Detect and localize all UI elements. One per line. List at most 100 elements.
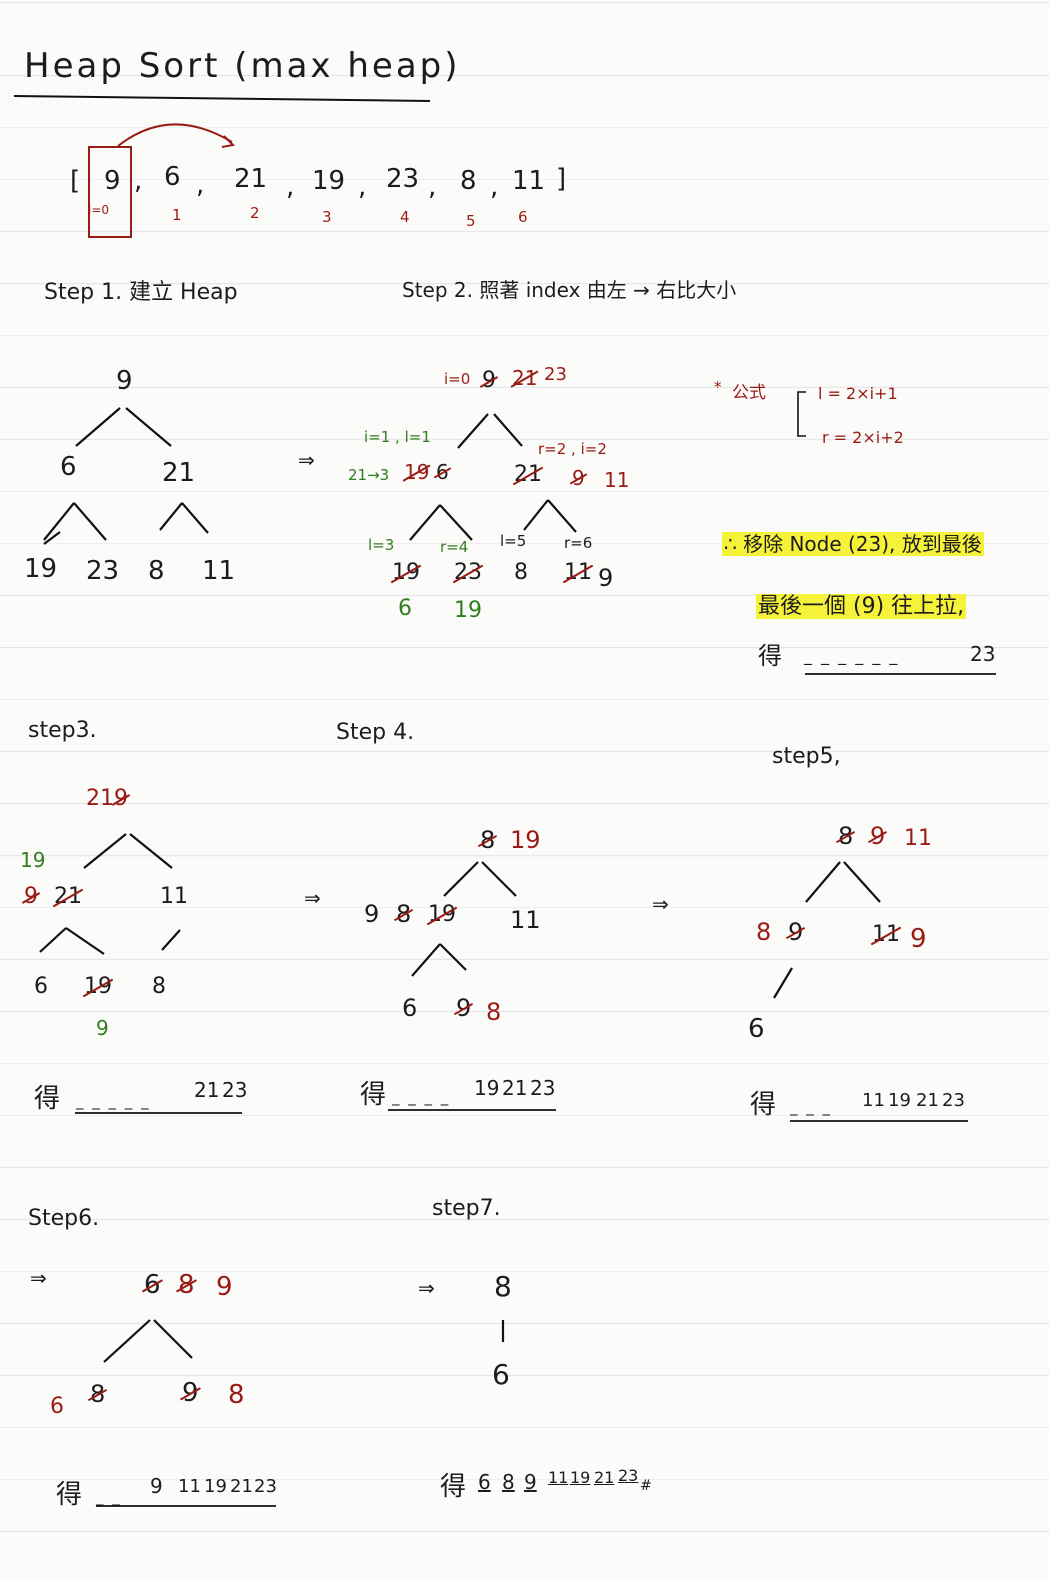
tree-node: 8 [756, 918, 772, 946]
step6-label: Step6. [28, 1206, 100, 1231]
array-comma: , [286, 172, 295, 202]
note-line2: 最後一個 (9) 往上拉, [756, 594, 967, 619]
result-underlines [75, 673, 996, 1507]
array-comma: , [490, 172, 499, 202]
tree-node: 9 [216, 1272, 233, 1302]
tree-node: 19 [20, 848, 46, 872]
tree-node: 8 [514, 560, 528, 585]
array-value: 19 [312, 166, 346, 196]
tree-node: 6 [60, 452, 77, 482]
tree-node: 19 [510, 826, 541, 854]
array-value: 9 [104, 166, 121, 196]
result-prefix: 得 [750, 1090, 777, 1120]
index-note: l=3 [368, 536, 395, 554]
result-suffix: # [640, 1478, 652, 1494]
tree-node: 8 [494, 1270, 512, 1303]
result-value: 23 [530, 1076, 556, 1100]
tree-node: 19 [404, 460, 430, 484]
step4-tree-edges [411, 861, 517, 977]
index-note: r=4 [440, 538, 469, 556]
tree-node: 21 [54, 884, 82, 909]
index-note: r=2 , i=2 [538, 440, 607, 458]
note-result-blanks: _ _ _ _ _ _ [804, 646, 900, 665]
tree-node: 19 [24, 554, 58, 584]
swap-arrow [117, 123, 233, 147]
tree-node: 19 [392, 560, 420, 585]
tree-node: 8 [838, 822, 854, 850]
result-value: 19 [204, 1476, 227, 1497]
array-index: i=0 [88, 203, 110, 217]
result-value: 11 [862, 1090, 885, 1111]
arrow: ⇒ [30, 1266, 47, 1290]
tree-node: 8 [152, 974, 166, 999]
result-blanks: _ _ [96, 1488, 122, 1506]
result-value: 21 [502, 1076, 528, 1100]
note-result-value: 23 [970, 642, 996, 666]
result-value: 21 [594, 1468, 615, 1487]
step5-label: step5, [772, 744, 841, 769]
tree-node: 9 [182, 1378, 199, 1408]
result-value: 19 [570, 1468, 591, 1487]
tree-node: 9 [364, 900, 380, 928]
tree-node: 19 [84, 974, 112, 999]
tree-node: 8 [486, 998, 502, 1026]
array-index: 3 [322, 208, 332, 226]
tree-node: 9 [598, 564, 614, 592]
array-value: 21 [234, 164, 268, 194]
arrow: ⇒ [652, 892, 669, 916]
tree-node: 9 [96, 1016, 109, 1040]
tree-node: 6 [144, 1270, 161, 1300]
tree-node: 6 [34, 974, 48, 999]
result-value: 19 [474, 1076, 500, 1100]
step3-label: step3. [28, 718, 97, 743]
result-value: 23 [942, 1090, 965, 1111]
tree-node: 6 [398, 596, 412, 621]
index-note: i=1 , l=1 [364, 428, 431, 446]
formula-right: r = 2×i+2 [822, 428, 904, 447]
index-note: l=5 [500, 532, 527, 550]
tree-node: 9 [788, 918, 804, 946]
tree-node: 8 [396, 900, 412, 928]
array-open-bracket: [ [70, 166, 81, 196]
result-prefix: 得 [34, 1084, 61, 1114]
note-line1: ∴ 移除 Node (23), 放到最後 [722, 532, 984, 556]
result-blanks: _ _ _ [790, 1098, 833, 1116]
result-value: 23 [222, 1078, 248, 1102]
result-value: 8 [502, 1470, 515, 1494]
title-underline [13, 95, 431, 102]
array-comma: , [196, 170, 205, 200]
tree-node: 19 [428, 902, 456, 927]
array-index: 1 [172, 206, 182, 224]
result-value: 9 [150, 1474, 163, 1498]
result-value: 11 [548, 1468, 569, 1487]
step1-label: Step 1. 建立 Heap [44, 280, 238, 305]
tree-node: 8 [228, 1380, 245, 1410]
tree-node: 6 [50, 1394, 64, 1419]
result-value: 19 [888, 1090, 911, 1111]
tree-node: 23 [544, 364, 567, 385]
tree-node: 19 [454, 598, 482, 623]
tree-node: 9 [114, 786, 128, 811]
arrow: ⇒ [418, 1276, 435, 1300]
index0-box [88, 146, 132, 238]
tree-node: 21 [514, 462, 542, 487]
step1-tree-edges [43, 407, 209, 545]
array-index: 2 [250, 204, 260, 222]
tree-node: 9 [572, 466, 585, 490]
step4-label: Step 4. [336, 720, 415, 745]
result-value: 21 [194, 1078, 220, 1102]
tree-node: 11 [872, 922, 900, 947]
tree-node: 9 [910, 924, 927, 954]
tree-node: 8 [178, 1270, 195, 1300]
tree-node: 21 [512, 366, 538, 390]
tree-node: 9 [870, 822, 886, 850]
result-value: 9 [524, 1470, 537, 1494]
page-title: Heap Sort (max heap) [24, 46, 461, 86]
result-value: 21 [230, 1476, 253, 1497]
tree-node: 8 [148, 556, 165, 586]
tree-node: 11 [604, 468, 630, 492]
tree-node: 11 [564, 560, 592, 585]
tree-node: 11 [904, 826, 932, 851]
